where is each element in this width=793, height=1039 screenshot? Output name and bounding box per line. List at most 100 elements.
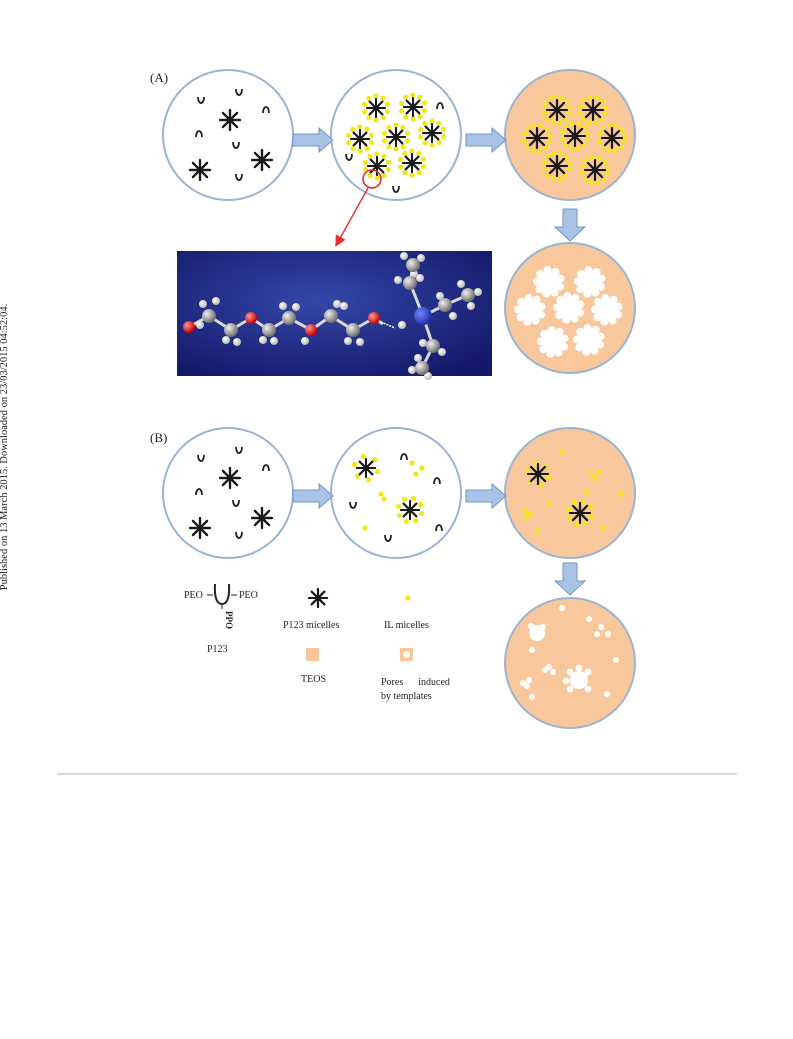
il-micelle [410, 116, 416, 122]
hydrogen-atom [414, 354, 422, 362]
pore [531, 316, 540, 325]
il-micelle [573, 521, 580, 528]
hydrogen-atom [196, 321, 204, 329]
p123-micelle [526, 462, 550, 486]
arrow-shape [292, 482, 334, 510]
pore [593, 313, 602, 322]
il-micelle [396, 512, 402, 519]
pore [575, 664, 583, 672]
hydrogen-atom [279, 302, 287, 310]
p123-chain [345, 153, 353, 161]
il-micelle [374, 175, 380, 181]
il-micelle [381, 130, 388, 137]
hydrogen-atom [301, 337, 309, 345]
il-micelle [566, 515, 572, 522]
hydrogen-atom [212, 297, 220, 305]
il-micelle [563, 124, 569, 129]
il-micelle [534, 528, 540, 534]
hydrogen-bond [380, 321, 396, 329]
il-micelle [362, 525, 368, 531]
pore [579, 271, 601, 293]
il-micelle [578, 103, 583, 109]
pore [605, 631, 611, 637]
pore [533, 277, 542, 286]
il-micelle [385, 159, 391, 165]
il-micelle [440, 133, 447, 140]
pore [514, 305, 523, 314]
pore [591, 288, 600, 297]
micelle-core [409, 160, 415, 166]
il-micelle [417, 126, 424, 133]
micelle-core [227, 475, 233, 481]
p123-chain [384, 534, 392, 542]
il-micelle [602, 158, 607, 164]
il-micelle [373, 117, 379, 123]
hydrogen-atom [438, 348, 446, 356]
micelle-core [393, 134, 399, 140]
pore [556, 282, 565, 291]
legend-il-micelle-icon [405, 595, 411, 601]
pore [575, 343, 584, 352]
pore [608, 316, 617, 325]
il-micelle [543, 145, 549, 150]
il-micelle [564, 98, 569, 104]
il-micelle [546, 500, 552, 506]
il-micelle [409, 172, 415, 178]
p123-micelle [188, 516, 212, 540]
hydrogen-atom [416, 274, 424, 282]
il-micelle [418, 501, 424, 508]
il-micelle [403, 114, 409, 120]
il-micelle [403, 94, 409, 100]
il-micelle [421, 100, 427, 106]
il-micelle [622, 139, 627, 145]
carbon-atom [426, 339, 440, 353]
il-micelle [600, 98, 605, 104]
arrow-a3-to-a4 [553, 208, 587, 242]
pore [614, 302, 623, 311]
pore [584, 685, 592, 693]
il-micelle [522, 131, 527, 137]
pore [540, 329, 549, 338]
il-micelle [579, 170, 585, 176]
p123-chain [197, 454, 205, 462]
pore [542, 289, 551, 298]
pore [597, 274, 606, 283]
il-micelle [524, 468, 531, 474]
p123-micelle [218, 466, 242, 490]
il-micelle [381, 496, 387, 502]
pore [554, 348, 563, 357]
pore [584, 266, 593, 275]
p123-micelle [250, 506, 274, 530]
panel-label-b: (B) [150, 430, 167, 445]
pore [516, 313, 525, 322]
pore [550, 288, 559, 297]
il-micelle [603, 111, 608, 117]
il-micelle [564, 154, 569, 160]
pore [539, 345, 548, 354]
zoom-pointer-arrow [335, 187, 369, 247]
il-micelle [400, 144, 406, 150]
p123-chain [349, 501, 357, 509]
il-micelle [362, 109, 368, 115]
pore [537, 302, 546, 311]
il-micelle [401, 496, 408, 502]
il-micelle [350, 126, 356, 132]
p123-micelle [400, 500, 420, 520]
il-micelle [382, 138, 388, 144]
pore [560, 334, 569, 343]
pore [584, 668, 592, 676]
il-micelle [364, 146, 370, 152]
carbon-atom [262, 323, 276, 337]
legend-p123-micelles-label: P123 micelles [283, 620, 339, 631]
pore [591, 305, 600, 314]
page-divider [57, 773, 737, 775]
il-micelle [345, 132, 352, 139]
hydrogen-atom [222, 336, 230, 344]
il-micelle [588, 504, 594, 511]
pore [594, 631, 600, 637]
il-micelle [361, 101, 368, 108]
il-micelle [542, 159, 547, 165]
oxygen-atom [183, 321, 195, 333]
il-micelle [373, 93, 379, 99]
il-micelle [440, 126, 446, 132]
